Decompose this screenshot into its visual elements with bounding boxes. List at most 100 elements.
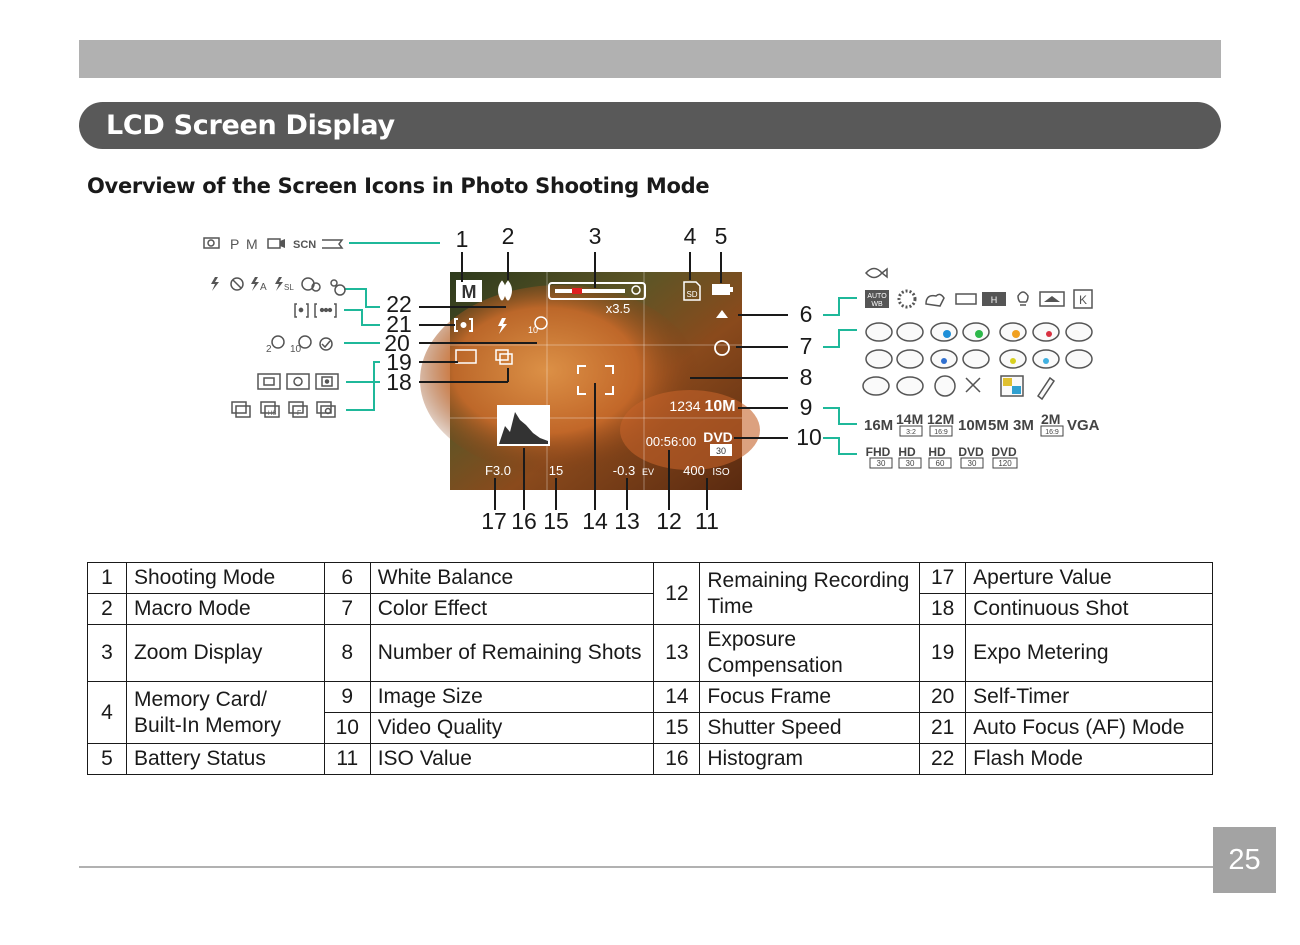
svg-text:16M: 16M	[864, 417, 893, 434]
svg-text:HD: HD	[928, 445, 946, 459]
image-size-osd: 10M	[704, 398, 735, 415]
svg-text:30: 30	[877, 459, 886, 468]
svg-text:120: 120	[998, 459, 1012, 468]
item-label: Video Quality	[369, 712, 655, 744]
item-label: Macro Mode	[125, 593, 325, 625]
item-number: 18	[919, 593, 967, 625]
callout-22: 22	[386, 291, 412, 317]
svg-text:10: 10	[528, 325, 538, 335]
histogram	[497, 405, 550, 446]
svg-text:30: 30	[716, 446, 726, 456]
svg-text:30: 30	[906, 459, 915, 468]
item-number: 4	[87, 681, 127, 744]
svg-text:P: P	[230, 236, 239, 252]
callout-1: 1	[456, 226, 469, 252]
item-label: Expo Metering	[965, 624, 1213, 682]
svg-text:HD: HD	[898, 445, 916, 459]
svg-text:A: A	[260, 282, 267, 293]
lcd-diagram: M x3.5 SD 1234 10M 00:56:00 DVD 30 10	[203, 223, 1100, 534]
callout-13: 13	[614, 508, 640, 534]
flash-mode-icons: A SL	[211, 277, 346, 296]
section-title-bar: LCD Screen Display	[79, 102, 1221, 149]
item-number: 9	[323, 681, 371, 713]
item-label: Continuous Shot	[965, 593, 1213, 625]
callout-6: 6	[800, 301, 813, 327]
svg-text:14M: 14M	[896, 411, 923, 427]
memory-card-icon: SD	[683, 281, 701, 301]
item-number: 10	[323, 712, 371, 744]
item-label: Number of Remaining Shots	[369, 624, 655, 682]
self-timer-icons: 2 10	[266, 335, 333, 355]
section-subtitle: Overview of the Screen Icons in Photo Sh…	[87, 174, 710, 198]
item-number: 14	[653, 681, 701, 713]
color-effect-accents	[941, 330, 1052, 394]
item-number: 2	[87, 593, 127, 625]
ev-unit: EV	[642, 467, 654, 477]
metering-icons	[257, 373, 339, 390]
svg-text:WB: WB	[871, 301, 883, 308]
shutter-speed: 15	[549, 463, 563, 478]
video-quality-osd: DVD 30	[703, 429, 733, 456]
item-label: Focus Frame	[699, 681, 921, 713]
svg-text:K: K	[1079, 293, 1087, 307]
aperture-value: F3.0	[485, 463, 511, 478]
callout-10: 10	[796, 424, 822, 450]
svg-text:FHD: FHD	[866, 445, 891, 459]
item-number: 22	[919, 743, 967, 775]
callout-9: 9	[800, 394, 813, 420]
item-label: Shutter Speed	[699, 712, 921, 744]
item-number: 11	[323, 743, 371, 775]
item-number: 5	[87, 743, 127, 775]
item-number: 15	[653, 712, 701, 744]
item-label: White Balance	[369, 562, 655, 594]
callout-16: 16	[511, 508, 537, 534]
green-brackets	[344, 242, 857, 455]
item-label: Image Size	[369, 681, 655, 713]
callout-11: 11	[695, 508, 719, 534]
svg-text:3:2: 3:2	[906, 429, 916, 436]
white-balance-osd-icon	[716, 310, 728, 318]
recording-time: 00:56:00	[646, 434, 697, 449]
callout-lines	[419, 252, 788, 510]
svg-text:10: 10	[290, 344, 302, 355]
item-label: Histogram	[699, 743, 921, 775]
self-timer-osd: 10	[528, 316, 548, 335]
ev-value: -0.3	[613, 463, 635, 478]
image-size-icons: 16M 14M 3:2 12M 16:9 10M 5M 3M 2M 16:9 V…	[864, 411, 1100, 437]
svg-text:HS: HS	[268, 411, 276, 417]
item-number: 8	[323, 624, 371, 682]
shooting-mode-icons: P M SCN	[203, 236, 344, 252]
remaining-shots: 1234	[669, 398, 700, 414]
svg-text:F: F	[297, 410, 301, 417]
iso-value: 400	[683, 463, 705, 478]
callout-7: 7	[800, 333, 813, 359]
svg-text:SCN: SCN	[293, 239, 316, 251]
svg-text:VGA: VGA	[1067, 417, 1100, 434]
svg-text:DVD: DVD	[991, 445, 1017, 459]
focus-frame	[577, 365, 614, 395]
item-label: Auto Focus (AF) Mode	[965, 712, 1213, 744]
color-effect-osd-icon	[714, 340, 730, 356]
item-number: 3	[87, 624, 127, 682]
item-label: Shooting Mode	[125, 562, 325, 594]
item-number: 12	[653, 562, 701, 625]
callout-5: 5	[715, 223, 728, 249]
svg-text:30: 30	[968, 459, 977, 468]
svg-text:10M: 10M	[958, 417, 987, 434]
top-gray-bar	[79, 40, 1221, 78]
item-label: Battery Status	[125, 743, 325, 775]
item-number: 17	[919, 562, 967, 594]
item-label: Flash Mode	[965, 743, 1213, 775]
item-label: Self-Timer	[965, 681, 1213, 713]
svg-text:DVD: DVD	[958, 445, 984, 459]
svg-text:SD: SD	[686, 290, 697, 299]
svg-text:12M: 12M	[927, 411, 954, 427]
callout-21: 21	[386, 311, 412, 337]
svg-text:M: M	[246, 236, 258, 252]
callout-20: 20	[384, 330, 410, 356]
item-label: Zoom Display	[125, 624, 325, 682]
